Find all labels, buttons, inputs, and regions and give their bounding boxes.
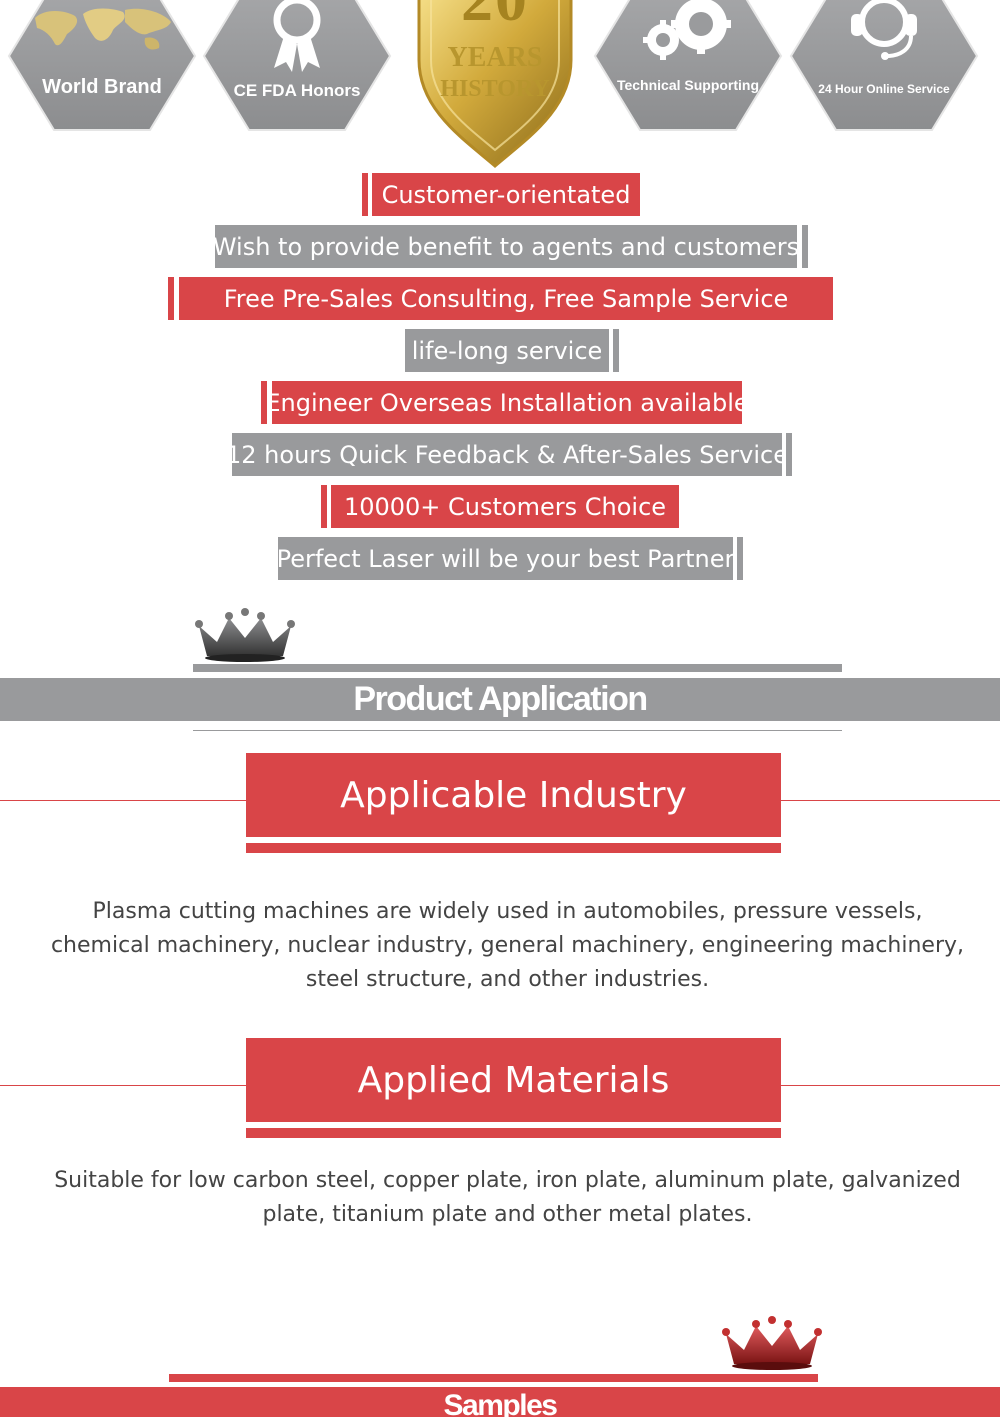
badge-label: CE FDA Honors — [233, 81, 361, 100]
service-free-consulting: Free Pre-Sales Consulting, Free Sample S… — [179, 277, 833, 320]
product-application-title: Product Application — [0, 678, 1000, 721]
strip-accent — [737, 537, 743, 580]
years-history-shield: 20 YEARS HISTORY — [405, 0, 585, 170]
headset-agent-icon — [789, 0, 979, 72]
shield-history: HISTORY — [440, 76, 550, 102]
strip-accent — [802, 225, 808, 268]
service-life-long: life-long service — [405, 329, 609, 372]
service-best-partner: Perfect Laser will be your best Partner — [277, 537, 734, 580]
strip-accent — [168, 277, 174, 320]
applicable-industry-text: Plasma cutting machines are widely used … — [50, 899, 965, 992]
section-rule — [193, 730, 842, 731]
world-map-icon — [7, 0, 197, 55]
service-overseas-installation: Engineer Overseas Installation available — [265, 381, 749, 424]
gears-icon — [593, 0, 783, 64]
applicable-industry-heading: Applicable Industry — [246, 753, 781, 837]
red-crown-icon — [722, 1316, 822, 1370]
badge-24-hour-online-service: 24 Hour Online Service — [789, 0, 979, 132]
strip-accent — [321, 485, 327, 528]
service-customers-choice: 10000+ Customers Choice — [331, 485, 679, 528]
badge-label: World Brand — [42, 76, 162, 98]
heading-underbar — [246, 843, 781, 853]
service-customer-orientated: Customer-orientated — [372, 173, 640, 216]
service-quick-feedback: 12 hours Quick Feedback & After-Sales Se… — [226, 433, 788, 476]
shield-number: 20 — [405, 0, 585, 36]
strip-accent — [613, 329, 619, 372]
heading-underbar — [246, 1128, 781, 1138]
badge-ce-fda-honors: CE FDA Honors — [202, 0, 392, 132]
section-rule — [169, 1374, 818, 1382]
service-benefit-agents: Wish to provide benefit to agents and cu… — [213, 225, 799, 268]
strip-accent — [362, 173, 368, 216]
award-ribbon-icon — [202, 0, 392, 74]
applied-materials-text: Suitable for low carbon steel, copper pl… — [54, 1168, 961, 1227]
samples-title: Samples — [0, 1387, 1000, 1417]
strip-accent — [786, 433, 792, 476]
gray-crown-icon — [195, 608, 295, 662]
badge-label: 24 Hour Online Service — [818, 82, 950, 96]
applied-materials-heading: Applied Materials — [246, 1038, 781, 1122]
badge-label: Technical Supporting — [616, 77, 760, 93]
badge-technical-supporting: Technical Supporting — [593, 0, 783, 132]
shield-years: YEARS — [447, 42, 543, 73]
badge-world-brand: World Brand — [7, 0, 197, 132]
section-rule — [193, 664, 842, 672]
strip-accent — [261, 381, 267, 424]
